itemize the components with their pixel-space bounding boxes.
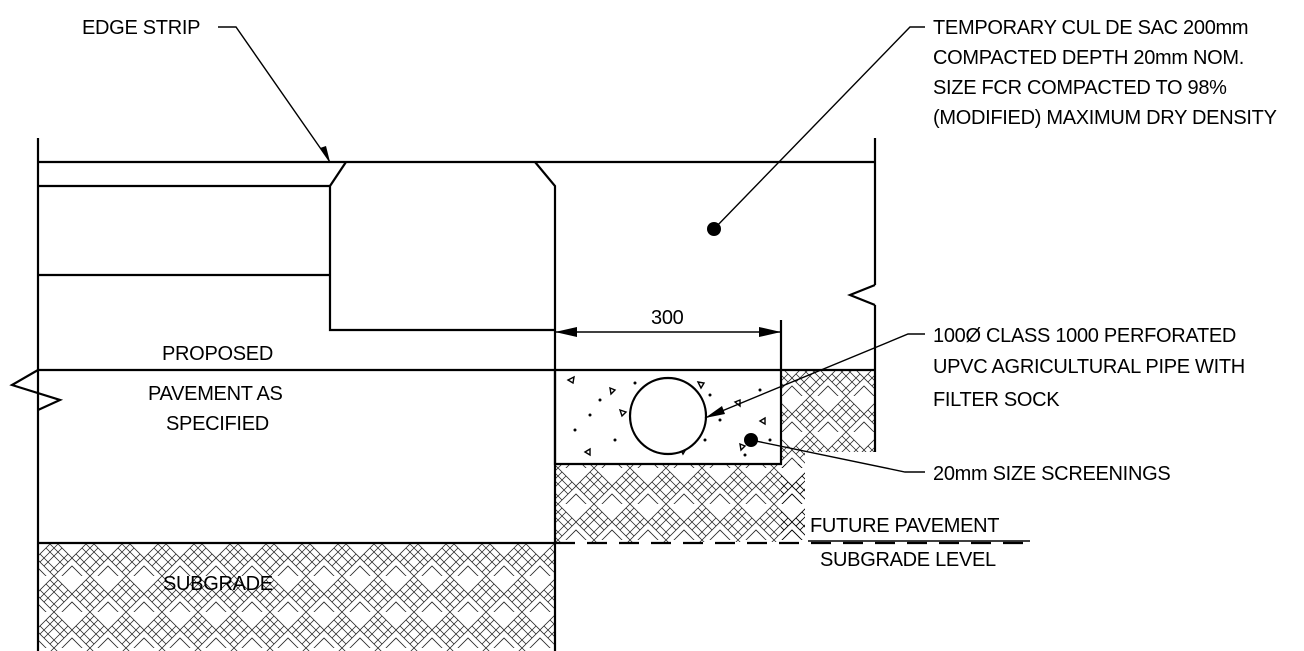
svg-text:SUBGRADE LEVEL: SUBGRADE LEVEL: [820, 549, 996, 571]
edge-strip-label: EDGE STRIP: [82, 17, 200, 39]
svg-text:UPVC AGRICULTURAL PIPE WITH: UPVC AGRICULTURAL PIPE WITH: [933, 356, 1245, 378]
future-pavement-label: FUTURE PAVEMENT SUBGRADE LEVEL: [810, 515, 1000, 571]
subgrade-hatch-right: [781, 370, 875, 542]
dimension-300: [555, 327, 781, 337]
proposed-label: PROPOSED: [162, 343, 273, 365]
svg-text:COMPACTED DEPTH 20mm NOM.: COMPACTED DEPTH 20mm NOM.: [933, 47, 1244, 69]
cul-de-sac-note: TEMPORARY CUL DE SAC 200mm COMPACTED DEP…: [933, 17, 1277, 129]
subgrade-hatch-left: [38, 544, 555, 651]
svg-text:FUTURE PAVEMENT: FUTURE PAVEMENT: [810, 515, 999, 537]
svg-text:TEMPORARY CUL DE SAC 200mm: TEMPORARY CUL DE SAC 200mm: [933, 17, 1248, 39]
pipe-note: 100Ø CLASS 1000 PERFORATED UPVC AGRICULT…: [933, 325, 1245, 411]
svg-text:SPECIFIED: SPECIFIED: [166, 413, 269, 435]
section-linework: [9, 138, 1030, 651]
svg-text:100Ø CLASS 1000 PERFORATED: 100Ø CLASS 1000 PERFORATED: [933, 325, 1236, 347]
svg-text:SIZE FCR COMPACTED TO 98%: SIZE FCR COMPACTED TO 98%: [933, 77, 1227, 99]
svg-text:(MODIFIED) MAXIMUM DRY DENSITY: (MODIFIED) MAXIMUM DRY DENSITY: [933, 107, 1277, 129]
pavement-specified-label: PAVEMENT AS SPECIFIED: [148, 383, 283, 435]
svg-text:PAVEMENT AS: PAVEMENT AS: [148, 383, 283, 405]
leader-lines: [218, 26, 1030, 542]
svg-text:FILTER SOCK: FILTER SOCK: [933, 389, 1060, 411]
subgrade-hatch-under-trench: [555, 464, 805, 542]
agricultural-pipe-circle: [628, 376, 708, 456]
dimension-label: 300: [651, 307, 684, 329]
screenings-label: 20mm SIZE SCREENINGS: [933, 463, 1170, 485]
subgrade-label: SUBGRADE: [163, 573, 273, 595]
